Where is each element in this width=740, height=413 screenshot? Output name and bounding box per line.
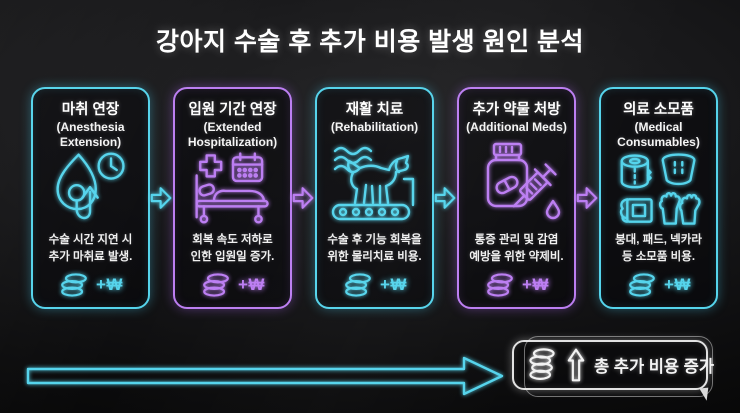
dog-treadmill-icon — [320, 135, 429, 232]
card-additional-meds: 추가 약물 처방 (Additional Meds) — [457, 87, 576, 309]
total-cost-label: 총 추가 비용 증가 — [594, 358, 715, 376]
flow-arrow-icon — [292, 87, 315, 309]
cost-indicator: +₩ — [484, 272, 549, 298]
box-fold-pointer-icon — [699, 387, 710, 402]
pill-bottle-syringe-icon — [462, 135, 571, 232]
won-cost-label: +₩ — [664, 275, 691, 294]
flow-arrow-icon — [576, 87, 599, 309]
total-cost-box: 총 추가 비용 증가 — [512, 336, 714, 402]
page-title: 강아지 수술 후 추가 비용 발생 원인 분석 — [155, 28, 585, 56]
card-description: 붕대, 패드, 넥카라 등 소모품 비용. — [615, 233, 702, 263]
card-title-ko: 입원 기간 연장 — [188, 102, 277, 118]
coins-stack-icon — [526, 346, 558, 384]
medical-supplies-icon — [604, 149, 713, 231]
total-cost-flow-arrow-icon — [26, 354, 506, 398]
won-cost-label: +₩ — [238, 275, 265, 294]
card-extended-hospitalization: 입원 기간 연장 (Extended Hospitalization) — [173, 87, 292, 309]
cost-indicator: +₩ — [626, 272, 691, 298]
flow-arrow-icon — [434, 87, 457, 309]
card-title-ko: 추가 약물 처방 — [472, 102, 561, 118]
card-description: 회복 속도 저하로 인한 입원일 증가. — [190, 233, 275, 263]
coins-icon — [342, 272, 374, 298]
cost-indicator: +₩ — [58, 272, 123, 298]
cost-indicator: +₩ — [200, 272, 265, 298]
card-description: 수술 시간 지연 시 추가 마취료 발생. — [48, 233, 133, 263]
won-cost-label: +₩ — [96, 275, 123, 294]
card-title-en: (Rehabilitation) — [330, 120, 419, 134]
card-description: 수술 후 기능 회복을 위한 물리치료 비용. — [327, 233, 422, 263]
card-anesthesia-extension: 마취 연장 (Anesthesia Extension) 수술 시간 지연 시 … — [31, 87, 150, 309]
coins-icon — [484, 272, 516, 298]
won-cost-label: +₩ — [522, 275, 549, 294]
cause-cards-row: 마취 연장 (Anesthesia Extension) 수술 시간 지연 시 … — [31, 87, 718, 309]
card-title-ko: 마취 연장 — [61, 102, 120, 118]
coins-icon — [58, 272, 90, 298]
card-title-ko: 재활 치료 — [345, 102, 404, 118]
cost-indicator: +₩ — [342, 272, 407, 298]
hospital-bed-calendar-icon — [178, 149, 287, 231]
card-medical-consumables: 의료 소모품 (Medical Consumables) — [599, 87, 718, 309]
won-cost-label: +₩ — [380, 275, 407, 294]
anesthesia-mask-clock-icon — [36, 149, 145, 231]
coins-icon — [200, 272, 232, 298]
card-title-en: (Medical Consumables) — [617, 120, 700, 149]
card-title-en: (Extended Hospitalization) — [187, 120, 278, 149]
up-arrow-icon — [567, 346, 585, 384]
card-title-ko: 의료 소모품 — [623, 102, 694, 118]
card-description: 통증 관리 및 감염 예방을 위한 약제비. — [469, 233, 564, 263]
coins-icon — [626, 272, 658, 298]
card-rehabilitation: 재활 치료 (Rehabilitation) 수술 후 기능 회복을 위한 물리 — [315, 87, 434, 309]
card-title-en: (Additional Meds) — [466, 120, 567, 134]
card-title-en: (Anesthesia Extension) — [56, 120, 125, 149]
flow-arrow-icon — [150, 87, 173, 309]
